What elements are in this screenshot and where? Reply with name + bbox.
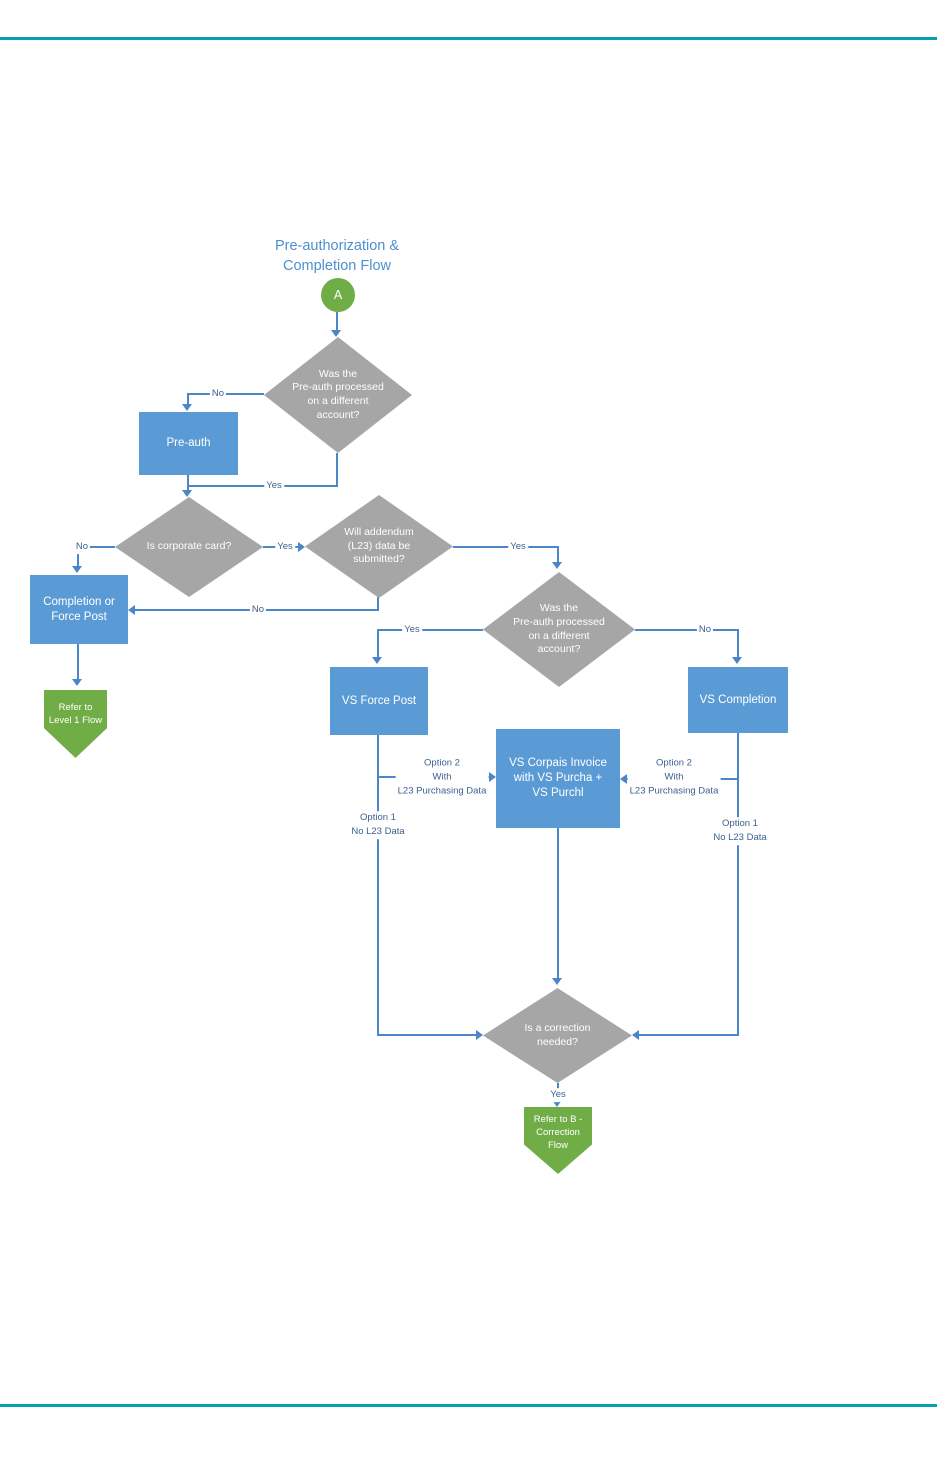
connector-d3-no-drop bbox=[377, 597, 379, 610]
arrowhead bbox=[620, 774, 627, 784]
decision-label: Will addendum (L23) data be submitted? bbox=[344, 526, 414, 566]
edge-label-left-option2: Option 2 With L23 Purchasing Data bbox=[395, 756, 489, 798]
connector-vsc-down bbox=[737, 733, 739, 1035]
connector-d3-yes-run bbox=[453, 546, 558, 548]
connector-cfp-to-level1 bbox=[77, 644, 79, 681]
edge-label-d2-yes: Yes bbox=[275, 540, 295, 554]
connector-d3-yes-drop bbox=[557, 546, 559, 564]
bottom-accent-rule bbox=[0, 1404, 937, 1407]
arrowhead bbox=[632, 1030, 639, 1040]
connector-corpais-to-d5 bbox=[557, 828, 559, 980]
edge-label-left-option1: Option 1 No L23 Data bbox=[349, 811, 407, 839]
connector-vsfp-down bbox=[377, 735, 379, 1035]
process-completion-or-force-post: Completion or Force Post bbox=[30, 575, 128, 644]
process-vs-force-post: VS Force Post bbox=[330, 667, 428, 735]
edge-label-d2-no: No bbox=[73, 540, 91, 554]
edge-label-d1-no: No bbox=[209, 387, 227, 401]
decision-preauth-different-account-2: Was the Pre-auth processed on a differen… bbox=[483, 572, 635, 687]
connector-d1-yes-run bbox=[187, 485, 338, 487]
decision-label: Was the Pre-auth processed on a differen… bbox=[513, 602, 605, 656]
offpage-label: Refer to B - Correction Flow bbox=[533, 1114, 583, 1151]
arrowhead bbox=[298, 542, 305, 552]
connector-d1-no-drop bbox=[187, 393, 189, 405]
top-accent-rule bbox=[0, 37, 937, 40]
decision-preauth-different-account-1: Was the Pre-auth processed on a differen… bbox=[264, 337, 412, 453]
decision-addendum-l23: Will addendum (L23) data be submitted? bbox=[305, 495, 453, 598]
connector-start-to-d1 bbox=[336, 312, 338, 332]
arrowhead bbox=[489, 772, 496, 782]
process-label: VS Force Post bbox=[341, 694, 417, 707]
process-vs-corpais-invoice: VS Corpais Invoice with VS Purcha + VS P… bbox=[496, 729, 620, 828]
edge-label-d1-yes: Yes bbox=[264, 479, 284, 493]
connector-vsc-to-d5 bbox=[639, 1034, 739, 1036]
arrowhead bbox=[372, 657, 382, 664]
decision-label: Is corporate card? bbox=[146, 540, 232, 553]
edge-label-right-option2: Option 2 With L23 Purchasing Data bbox=[627, 756, 721, 798]
start-node-label: A bbox=[333, 288, 343, 302]
arrowhead bbox=[182, 404, 192, 411]
connector-vsfp-to-d5 bbox=[377, 1034, 476, 1036]
edge-label-d3-no: No bbox=[249, 603, 267, 617]
edge-label-d4-no: No bbox=[696, 623, 714, 637]
offpage-label: Refer to Level 1 Flow bbox=[48, 702, 103, 726]
connector-d4-no-run bbox=[635, 629, 738, 631]
connector-d4-yes-drop bbox=[377, 629, 379, 659]
process-label: Pre-auth bbox=[166, 437, 211, 450]
arrowhead bbox=[476, 1030, 483, 1040]
arrowhead bbox=[128, 605, 135, 615]
arrowhead bbox=[552, 1100, 562, 1107]
process-label: VS Completion bbox=[699, 693, 777, 706]
process-preauth: Pre-auth bbox=[139, 412, 238, 475]
arrowhead bbox=[552, 562, 562, 569]
edge-label-right-option1: Option 1 No L23 Data bbox=[711, 817, 769, 845]
offpage-refer-level1-flow: Refer to Level 1 Flow bbox=[44, 690, 107, 758]
connector-d2-no-drop bbox=[77, 546, 79, 568]
connector-d4-yes-run bbox=[378, 629, 483, 631]
process-label: VS Corpais Invoice with VS Purcha + VS P… bbox=[509, 757, 607, 799]
arrowhead bbox=[182, 490, 192, 497]
arrowhead bbox=[331, 330, 341, 337]
decision-label: Was the Pre-auth processed on a differen… bbox=[292, 367, 384, 421]
connector-d4-no-drop bbox=[737, 629, 739, 659]
decision-corporate-card: Is corporate card? bbox=[115, 497, 263, 597]
edge-label-d4-yes: Yes bbox=[402, 623, 422, 637]
arrowhead bbox=[732, 657, 742, 664]
connector-d2-no-run bbox=[78, 546, 115, 548]
arrowhead bbox=[552, 978, 562, 985]
connector-d1-yes-drop bbox=[336, 453, 338, 487]
process-label: Completion or Force Post bbox=[43, 595, 115, 623]
arrowhead bbox=[72, 679, 82, 686]
process-vs-completion: VS Completion bbox=[688, 667, 788, 733]
start-node-a: A bbox=[321, 278, 355, 312]
arrowhead bbox=[72, 566, 82, 573]
decision-label: Is a correction needed? bbox=[524, 1021, 591, 1048]
edge-label-d5-yes: Yes bbox=[548, 1088, 568, 1102]
decision-correction-needed: Is a correction needed? bbox=[483, 988, 632, 1083]
page-title: Pre-authorization & Completion Flow bbox=[274, 238, 400, 275]
connector-preauth-to-d2 bbox=[187, 475, 189, 492]
offpage-refer-b-correction-flow: Refer to B - Correction Flow bbox=[524, 1107, 592, 1174]
edge-label-d3-yes: Yes bbox=[508, 540, 528, 554]
